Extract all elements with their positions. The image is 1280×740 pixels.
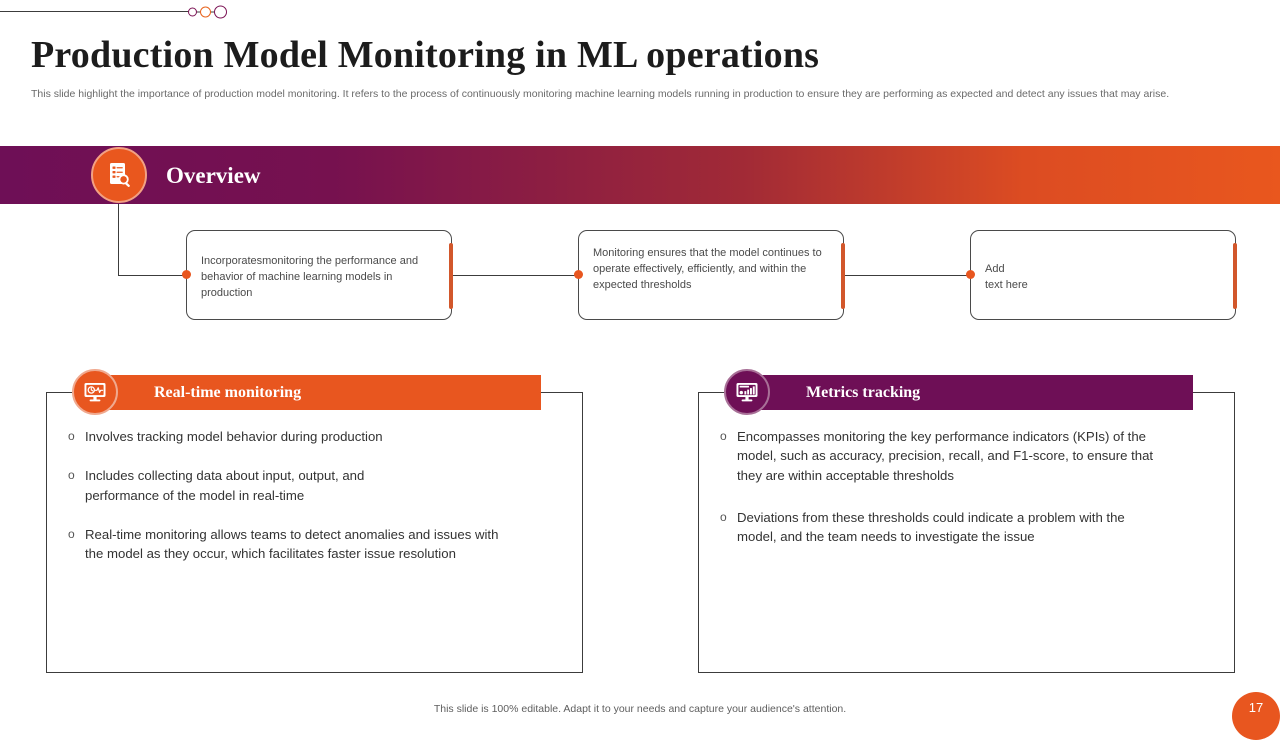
list-item: o Encompasses monitoring the key perform… xyxy=(720,427,1190,485)
flow-box-3-text: Add text here xyxy=(985,263,1028,291)
monitor-pulse-icon xyxy=(72,369,118,415)
monitor-barchart-icon xyxy=(724,369,770,415)
flow-box-1-text: Incorporatesmonitoring the performance a… xyxy=(201,255,419,299)
flow-box-2-accent-bar xyxy=(841,243,845,309)
overview-banner xyxy=(0,146,1280,204)
document-search-icon xyxy=(91,147,147,203)
panel-metrics-tracking-header: Metrics tracking xyxy=(747,375,1193,410)
list-item-text: Includes collecting data about input, ou… xyxy=(85,468,365,503)
footer-note: This slide is 100% editable. Adapt it to… xyxy=(433,703,847,715)
page-number-badge: 17 xyxy=(1232,692,1280,740)
panel-real-time-monitoring-header: Real-time monitoring xyxy=(95,375,541,410)
bullet-marker: o xyxy=(68,468,75,483)
list-item-text: Real-time monitoring allows teams to det… xyxy=(85,526,499,562)
flow-box-1: Incorporatesmonitoring the performance a… xyxy=(186,230,453,320)
flow-box-1-accent-bar xyxy=(449,243,453,309)
list-item: o Real-time monitoring allows teams to d… xyxy=(68,525,528,564)
flow-box-2-dot xyxy=(574,270,583,279)
decorative-circle-large xyxy=(214,5,227,19)
decorative-circle-small xyxy=(188,7,197,17)
page-title: Production Model Monitoring in ML operat… xyxy=(31,34,820,76)
decorative-segment xyxy=(209,11,215,13)
list-item: o Involves tracking model behavior durin… xyxy=(68,427,528,446)
panel-real-time-monitoring xyxy=(46,392,583,673)
flow-box-3-accent-bar xyxy=(1233,243,1237,309)
connector-horizontal-1 xyxy=(118,275,192,276)
panel-metrics-tracking-title: Metrics tracking xyxy=(806,383,921,401)
bullet-marker: o xyxy=(720,509,727,524)
overview-label: Overview xyxy=(166,163,261,188)
bullet-marker: o xyxy=(68,526,75,541)
decorative-line xyxy=(0,11,192,12)
connector-vertical-main xyxy=(118,204,119,276)
flow-box-2-text: Monitoring ensures that the model contin… xyxy=(593,247,822,291)
flow-box-3: Add text here xyxy=(970,230,1237,320)
panel-real-time-monitoring-bullets: o Involves tracking model behavior durin… xyxy=(68,427,528,583)
bullet-marker: o xyxy=(720,429,727,443)
decorative-segment xyxy=(195,11,201,13)
connector-horizontal-3 xyxy=(844,275,976,276)
flow-box-2: Monitoring ensures that the model contin… xyxy=(578,230,845,320)
bullet-marker: o xyxy=(68,429,75,443)
flow-box-3-dot xyxy=(966,270,975,279)
decorative-circle-medium xyxy=(200,6,211,18)
panel-metrics-tracking xyxy=(698,392,1235,673)
panel-metrics-tracking-bullets: o Encompasses monitoring the key perform… xyxy=(720,427,1190,566)
list-item-text: Encompasses monitoring the key performan… xyxy=(737,429,1154,483)
list-item: o Includes collecting data about input, … xyxy=(68,466,528,505)
list-item-text: Involves tracking model behavior during … xyxy=(85,429,383,444)
panel-real-time-monitoring-title: Real-time monitoring xyxy=(154,383,302,401)
flow-box-1-dot xyxy=(182,270,191,279)
decorative-rule xyxy=(0,5,232,19)
list-item: o Deviations from these thresholds could… xyxy=(720,508,1190,547)
list-item-text: Deviations from these thresholds could i… xyxy=(737,509,1125,545)
page-subtitle: This slide highlight the importance of p… xyxy=(31,88,1170,100)
connector-horizontal-2 xyxy=(452,275,584,276)
